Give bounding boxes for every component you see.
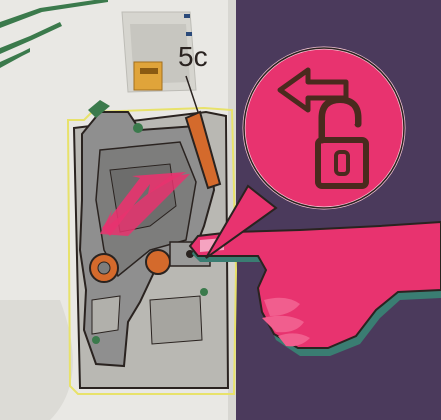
step-label: 5c — [178, 41, 208, 72]
